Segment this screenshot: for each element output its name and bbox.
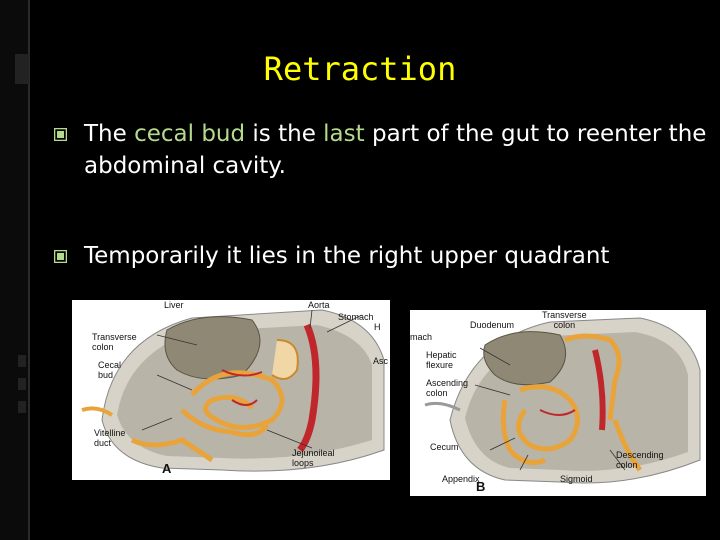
decor-square	[18, 355, 26, 367]
decor-square	[15, 54, 29, 84]
label-figure-letter: A	[162, 461, 172, 476]
bullet-highlight: cecal bud	[134, 121, 246, 147]
label-descending-colon: Descending colon	[616, 450, 664, 470]
label-partial: mach	[410, 332, 433, 342]
label-transverse-colon: Transverse colon	[542, 310, 587, 330]
label-hepatic-flexure: Hepatic flexure	[426, 350, 457, 370]
bullet-text: The cecal bud is the last part of the gu…	[58, 118, 708, 182]
label-transverse-colon: Transverse colon	[92, 332, 137, 352]
label-liver: Liver	[164, 300, 184, 310]
left-band	[0, 0, 28, 540]
bullet-segment: is the	[245, 121, 324, 147]
slide-title: Retraction	[263, 50, 457, 88]
bullet-segment: The	[84, 121, 135, 147]
label-figure-letter: B	[476, 479, 486, 494]
label-vitelline-duct: Vitelline duct	[94, 428, 126, 448]
label-jejunoileal-loops: Jejunoileal loops	[292, 448, 335, 468]
label-cecum: Cecum	[430, 442, 459, 452]
left-divider	[28, 0, 30, 540]
decor-square	[18, 378, 26, 390]
embryo-diagram-a	[81, 309, 385, 472]
bullet-text: Temporarily it lies in the right upper q…	[84, 243, 610, 269]
label-partial: Asc	[373, 356, 389, 366]
figure-a: Liver Aorta Stomach Transverse colon Cec…	[72, 300, 390, 480]
bullet-square-icon	[54, 128, 67, 141]
label-aorta: Aorta	[308, 300, 330, 310]
label-stomach: Stomach	[338, 312, 374, 322]
label-ascending-colon: Ascending colon	[426, 378, 469, 398]
bullet-1: The cecal bud is the last part of the gu…	[54, 118, 708, 182]
bullet-highlight: last	[323, 121, 365, 147]
bullet-2: Temporarily it lies in the right upper q…	[54, 240, 708, 272]
embryo-diagram-b	[424, 317, 701, 484]
label-partial: H	[374, 322, 381, 332]
bullet-segment: part of the gut to reenter the abdominal…	[84, 121, 707, 179]
label-appendix: Appendix	[442, 474, 480, 484]
figure-b: Transverse colon Duodenum mach Hepatic f…	[410, 310, 706, 496]
decor-square	[18, 401, 26, 413]
bullet-square-icon	[54, 250, 67, 263]
label-duodenum: Duodenum	[470, 320, 515, 330]
label-sigmoid: Sigmoid	[560, 474, 593, 484]
label-cecal-bud: Cecal bud	[98, 360, 122, 380]
